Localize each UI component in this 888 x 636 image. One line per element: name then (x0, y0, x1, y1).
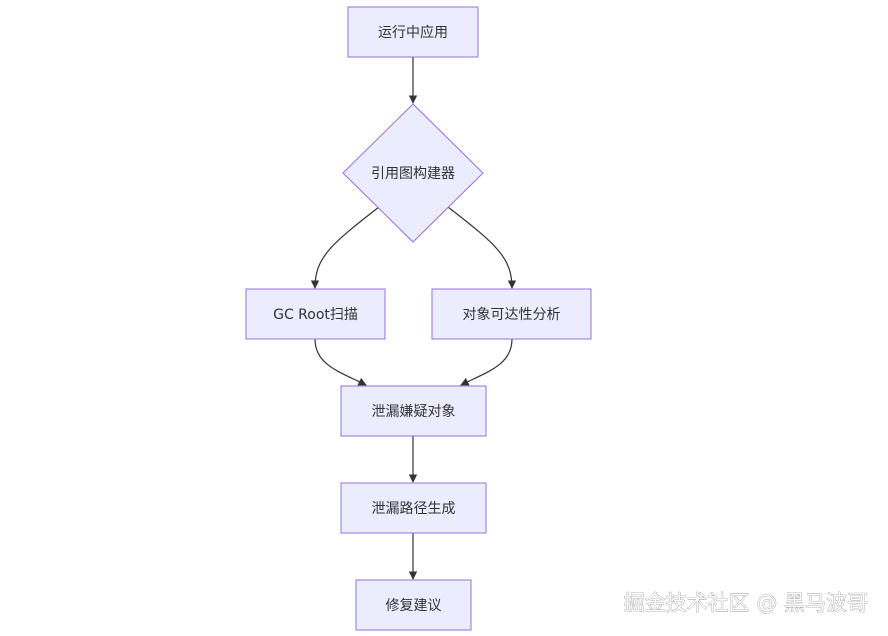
edge-ref-graph-builder-to-gc-root-scan (310, 206, 380, 289)
edge-gc-root-scan-to-suspects (314, 338, 367, 386)
node-reachability-label: 对象可达性分析 (463, 307, 561, 323)
node-run-app: 运行中应用 (347, 6, 479, 58)
node-leak-path: 泄漏路径生成 (340, 482, 487, 534)
node-suspects-label: 泄漏嫌疑对象 (372, 404, 456, 420)
node-fix-advice-label: 修复建议 (386, 597, 442, 614)
node-gc-root-scan: GC Root扫描 (245, 288, 386, 340)
node-reachability: 对象可达性分析 (431, 288, 592, 340)
node-ref-graph-builder-label: 引用图构建器 (371, 166, 455, 182)
node-gc-root-scan-label: GC Root扫描 (273, 307, 358, 323)
node-leak-path-label: 泄漏路径生成 (372, 501, 456, 517)
watermark: 掘金技术社区 @ 黑马波哥 (624, 591, 868, 615)
node-ref-graph-builder: 引用图构建器 (342, 103, 484, 243)
edge-ref-graph-builder-to-reachability (447, 206, 517, 289)
edge-reachability-to-suspects (460, 338, 513, 386)
node-suspects: 泄漏嫌疑对象 (340, 385, 487, 437)
edges (310, 57, 517, 580)
node-run-app-label: 运行中应用 (378, 24, 448, 41)
node-fix-advice: 修复建议 (355, 579, 472, 631)
